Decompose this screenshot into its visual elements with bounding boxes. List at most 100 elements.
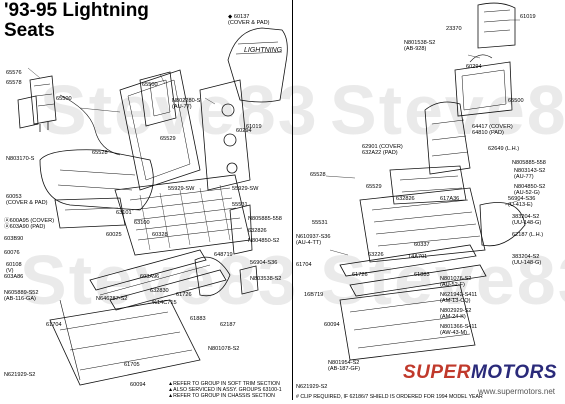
seatback-panel-right (454, 61, 513, 117)
left-part-label: 65578 (6, 80, 22, 86)
supermotors-logo: SUPERMOTORS (403, 362, 557, 384)
right-part-label: 65528 (310, 172, 326, 178)
right-part-label: 632A22 (PAD) (362, 150, 398, 156)
right-part-label: 62901 (COVER) (362, 144, 403, 150)
side-shield-right (479, 202, 526, 247)
note-soft-trim: ▲REFER TO GROUP IN SOFT TRIM SECTION (168, 381, 280, 387)
note-assy-groups: ▲ALSO SERVICED IN ASSY. GROUPS 63100-1 (168, 387, 282, 393)
right-part-label: 61019 (520, 14, 536, 20)
right-part-label: N805885-558 (512, 160, 546, 166)
right-part-label: 23370 (446, 26, 462, 32)
left-part-label: 65500 (142, 82, 158, 88)
note-clip-required: # CLIP REQUIRED, IF 62186/7 SHIELD IS OR… (296, 394, 483, 400)
watermark-left-bottom: Steve83 (20, 241, 299, 319)
left-part-label: N605889-S52 (AB-116-GA) (4, 290, 39, 302)
left-part-label: N802280-S (AU-77) (172, 98, 201, 110)
right-part-label: 64417 (COVER) (472, 124, 513, 130)
left-part-label: 55929-SW (232, 186, 259, 192)
supermotors-url: www.supermotors.net (478, 387, 555, 396)
right-part-label: N621929-S2 (296, 384, 328, 390)
left-part-label: 61019 (246, 124, 262, 130)
left-part-label: 65576 (6, 70, 22, 76)
left-part-label: 603A96 (140, 274, 160, 280)
logo-part-a: SUPER (402, 362, 471, 383)
page-title: '93-95 Lightning (4, 0, 149, 21)
left-part-label: N804850-S2 (248, 238, 280, 244)
left-part-label: 56904-S36 (250, 260, 278, 266)
right-part-label: 632826 (396, 196, 415, 202)
right-part-label: 383204-S2 (UU-148-G) (512, 254, 542, 266)
right-part-label: 62649 (L.H.) (488, 146, 520, 152)
left-part-label: N803538-S2 (250, 276, 282, 282)
right-part-label: 60337 (414, 242, 430, 248)
seat-frame-springs (114, 174, 251, 256)
right-part-label: 65500 (508, 98, 524, 104)
left-part-label: 55929-SW (168, 186, 195, 192)
right-part-label: 61883 (414, 272, 430, 278)
right-part-label: N802929-S2 (AM-24-K) (440, 308, 472, 320)
left-part-label: N803170-S (6, 156, 35, 162)
seatback-cushion (39, 149, 154, 211)
right-part-label: 383204-S2 (UU-148-G) (512, 214, 542, 226)
left-part-label: 63100 (134, 220, 150, 226)
right-part-label: N801076-S2 (AU-52-F) (440, 276, 472, 288)
right-part-label: 55531 (312, 220, 328, 226)
left-part-label: 61883 (190, 316, 206, 322)
page-subtitle: Seats (4, 20, 55, 41)
headrest-left (29, 75, 57, 132)
right-part-label: 56904-S36 (U-413-E) (508, 196, 536, 208)
right-part-label: 61704 (296, 262, 312, 268)
left-part-label: 60294 (236, 128, 252, 134)
right-part-label: 63226 (368, 252, 384, 258)
left-part-label: 632830 (150, 288, 169, 294)
right-part-label: N801954-S2 (AB-187-GF) (328, 360, 361, 372)
svg-text:LIGHTNING: LIGHTNING (244, 47, 283, 54)
left-part-label: 61726 (176, 292, 192, 298)
left-part-label: 648719 (214, 252, 233, 258)
left-part-label: 55531 (232, 202, 248, 208)
left-part-label: 60108 (V) (6, 262, 22, 274)
left-part-label: 65528 (92, 150, 108, 156)
left-part-label: ◆ 60137 (COVER & PAD) (228, 14, 270, 26)
left-part-label: 62187 (220, 322, 236, 328)
right-part-label: N610937-S36 (AU-4-TT) (296, 234, 331, 246)
left-part-label: N805885-558 (248, 216, 282, 222)
left-part-label: 61704 (46, 322, 62, 328)
right-part-label: N804850-S2 (AU-52-G) (514, 184, 546, 196)
right-part-label: 617A36 (440, 196, 460, 202)
left-part-label: ⓐ600A95 (COVER) ⓐ603A90 (PAD) (4, 218, 55, 230)
left-part-label: 60025 (106, 232, 122, 238)
seat-track-left (89, 249, 227, 311)
left-part-label: N621929-S2 (4, 372, 36, 378)
watermark-right-top: Steve83 (330, 71, 565, 149)
seat-cover-inset: LIGHTNING (227, 27, 288, 103)
left-part-label: 65500 (56, 96, 72, 102)
logo-part-b: MOTORS (470, 362, 557, 383)
right-part-label: 61726 (352, 272, 368, 278)
right-part-label: 60094 (324, 322, 340, 328)
right-part-label: N801538-S2 (AB-928) (404, 40, 436, 52)
seatback-frame (119, 69, 201, 191)
seatback-structure (199, 79, 251, 191)
right-part-label: 64810 (PAD) (472, 130, 504, 136)
right-part-label: 16B719 (304, 292, 324, 298)
right-part-label: 62187 (L.H.) (512, 232, 544, 238)
panel-divider (292, 0, 293, 400)
seat-riser-right (339, 284, 476, 361)
right-part-label: 60294 (466, 64, 482, 70)
back-panel (139, 71, 177, 127)
left-part-label: 60328 (152, 232, 168, 238)
left-part-label: 63101 (116, 210, 132, 216)
right-part-label: N621942-S411 (AM-13-CQ) (440, 292, 478, 304)
headrest-frame-right (477, 2, 516, 49)
left-part-label: 65529 (160, 136, 176, 142)
right-part-label: N803143-S2 (AU-77) (514, 168, 546, 180)
left-part-label: 61705 (124, 362, 140, 368)
right-part-label: N801366-S411 (AW-43-M) (440, 324, 478, 336)
seatback-right (424, 101, 471, 175)
brackets-left (17, 95, 259, 297)
left-part-label: 603B90 (4, 236, 24, 242)
seat-riser-left (49, 299, 201, 386)
watermark-right-bottom: Steve83 (320, 241, 565, 319)
